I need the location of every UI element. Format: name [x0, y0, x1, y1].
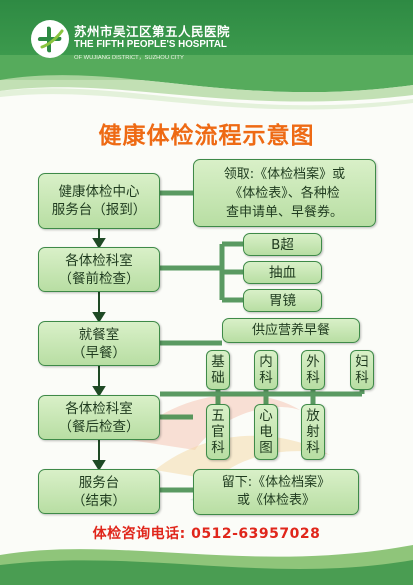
step-breakfast-room: 就餐室 （早餐） [38, 321, 160, 366]
note-reception-documents: 领取:《体检档案》或 《体检表》、各种检 查申请单、早餐券。 [193, 159, 376, 227]
pre-meal-item-gastroscopy: 胃镜 [243, 289, 322, 312]
post-meal-item-ecg: 心 电 图 [254, 404, 278, 460]
post-meal-item-gynecology: 妇 科 [350, 350, 374, 390]
hospital-district-en: OF WUJIANG DISTRICT，SUZHOU CITY [74, 55, 184, 61]
note-finish-documents: 留下:《体检档案》 或《体检表》 [193, 469, 359, 515]
post-meal-item-basic: 基 础 [206, 350, 230, 390]
post-meal-item-surgery: 外 科 [301, 350, 325, 390]
step-post-meal-exam: 各体检科室 （餐后检查） [38, 395, 160, 440]
consultation-phone: 体检咨询电话: 0512-63957028 [92, 526, 321, 542]
hospital-name-cn: 苏州市吴江区第五人民医院 [74, 24, 231, 39]
hospital-name-en: THE FIFTH PEOPLE'S HOSPITAL [74, 39, 227, 50]
hospital-logo-icon [31, 20, 69, 58]
step-finish-service-desk: 服务台 （结束） [38, 469, 160, 514]
post-meal-item-ent: 五 官 科 [206, 404, 230, 460]
header-wave [0, 55, 413, 110]
page-title: 健康体检流程示意图 [98, 123, 315, 149]
post-meal-item-radiology: 放 射 科 [301, 404, 325, 460]
step-reception-checkin: 健康体检中心 服务台（报到） [38, 173, 160, 229]
note-breakfast-supply: 供应营养早餐 [222, 318, 360, 343]
pre-meal-item-blood-draw: 抽血 [243, 261, 322, 284]
step-pre-meal-exam: 各体检科室 （餐前检查） [38, 247, 160, 292]
pre-meal-item-ultrasound: B超 [243, 233, 322, 256]
post-meal-item-internal-medicine: 内 科 [254, 350, 278, 390]
